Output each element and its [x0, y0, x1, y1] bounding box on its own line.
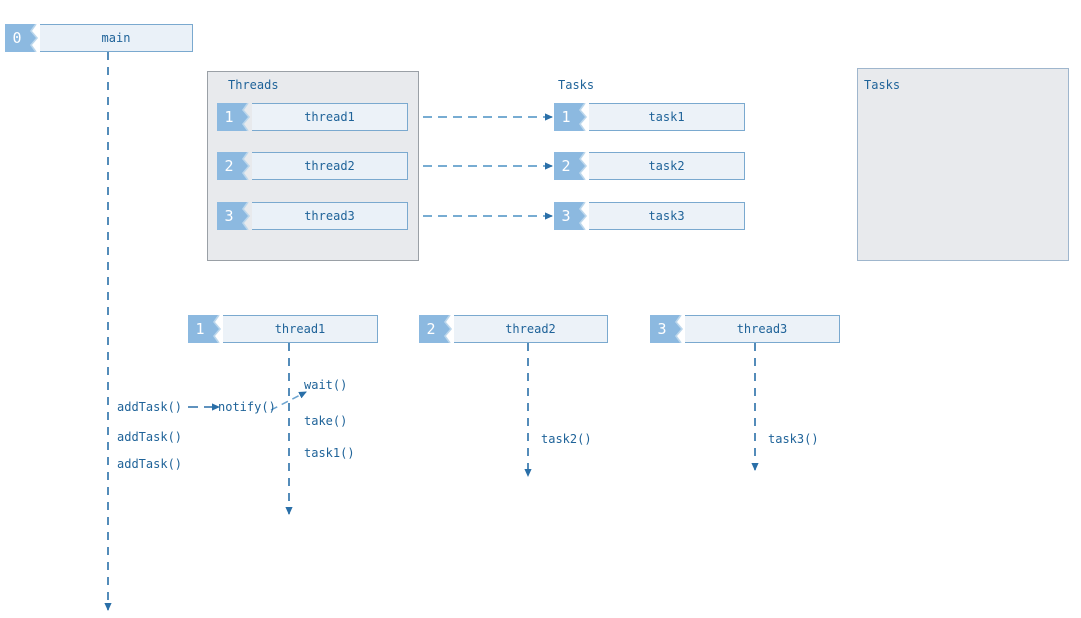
thread-item-3[interactable]: 3 thread3	[217, 202, 408, 230]
lifeline-label: thread3	[685, 315, 840, 343]
thread-badge: 1	[217, 103, 241, 131]
task-label: task1	[589, 103, 745, 131]
thread-label: thread2	[252, 152, 408, 180]
tasks-column-title: Tasks	[558, 78, 595, 92]
node-main[interactable]: 0 main	[5, 24, 193, 52]
badge-zigzag-icon	[241, 103, 253, 131]
message-task3-call: task3()	[768, 432, 819, 446]
message-take: take()	[304, 414, 348, 428]
message-add-task-2: addTask()	[117, 430, 183, 444]
tasks-group-right-title: Tasks	[864, 78, 901, 92]
thread-label: thread1	[252, 103, 408, 131]
node-badge: 0	[5, 24, 29, 52]
lifeline-badge: 1	[188, 315, 212, 343]
badge-zigzag-icon	[578, 103, 590, 131]
badge-zigzag-icon	[241, 152, 253, 180]
lifeline-badge: 3	[650, 315, 674, 343]
message-task2-call: task2()	[541, 432, 592, 446]
message-notify: notify()	[218, 400, 276, 414]
badge-zigzag-icon	[241, 202, 253, 230]
task-badge: 3	[554, 202, 578, 230]
lifeline-head-thread3[interactable]: 3 thread3	[650, 315, 840, 343]
arrow-notify-wait	[270, 391, 307, 411]
thread-label: thread3	[252, 202, 408, 230]
message-add-task-3: addTask()	[117, 457, 183, 471]
thread-badge: 3	[217, 202, 241, 230]
thread-item-2[interactable]: 2 thread2	[217, 152, 408, 180]
threads-group-title: Threads	[228, 78, 279, 92]
message-task1-call: task1()	[304, 446, 355, 460]
tasks-group-right	[857, 68, 1069, 261]
lifeline-badge: 2	[419, 315, 443, 343]
badge-zigzag-icon	[443, 315, 455, 343]
thread-badge: 2	[217, 152, 241, 180]
lifeline-label: thread2	[454, 315, 608, 343]
badge-zigzag-icon	[674, 315, 686, 343]
message-add-task-1: addTask()	[117, 400, 183, 414]
lifeline-label: thread1	[223, 315, 378, 343]
task-item-3[interactable]: 3 task3	[554, 202, 745, 230]
task-item-1[interactable]: 1 task1	[554, 103, 745, 131]
message-wait: wait()	[304, 378, 348, 392]
badge-zigzag-icon	[578, 202, 590, 230]
badge-zigzag-icon	[212, 315, 224, 343]
lifeline-head-thread2[interactable]: 2 thread2	[419, 315, 608, 343]
task-badge: 1	[554, 103, 578, 131]
task-label: task2	[589, 152, 745, 180]
node-label: main	[40, 24, 193, 52]
task-badge: 2	[554, 152, 578, 180]
badge-zigzag-icon	[29, 24, 41, 52]
task-label: task3	[589, 202, 745, 230]
lifeline-head-thread1[interactable]: 1 thread1	[188, 315, 378, 343]
thread-item-1[interactable]: 1 thread1	[217, 103, 408, 131]
badge-zigzag-icon	[578, 152, 590, 180]
task-item-2[interactable]: 2 task2	[554, 152, 745, 180]
